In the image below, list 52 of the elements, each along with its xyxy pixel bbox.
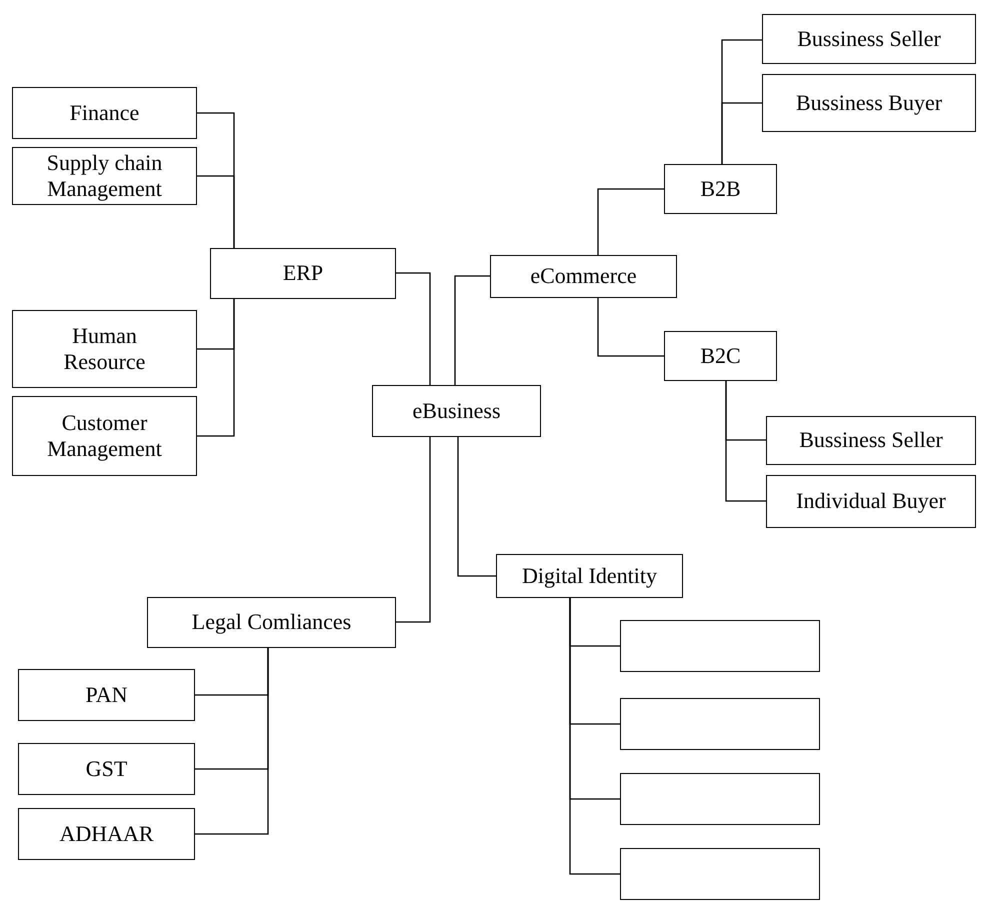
connector-line (197, 299, 235, 437)
node-label: ERP (282, 260, 324, 287)
node-box (210, 248, 396, 299)
node-box (490, 255, 677, 298)
node-box (12, 147, 197, 205)
connector-line (197, 175, 235, 248)
node-box (664, 331, 777, 381)
connector-line (454, 275, 490, 385)
connector-line (725, 381, 766, 502)
node-label: eBusiness (412, 398, 500, 424)
node-box (18, 808, 195, 860)
empty-box (620, 620, 820, 672)
node-box (12, 310, 197, 388)
connector-line (721, 102, 762, 164)
empty-box (620, 848, 820, 900)
node-box (12, 87, 197, 139)
empty-box (620, 698, 820, 750)
node-label: eCommerce (530, 263, 637, 290)
connector-line (569, 598, 620, 875)
node-box (766, 416, 976, 465)
connector-line (396, 272, 431, 385)
empty-box (620, 773, 820, 825)
node-box (766, 475, 976, 528)
node-box (18, 743, 195, 795)
connector-line (597, 188, 664, 255)
node-label: Legal Comliances (192, 609, 352, 636)
node-box (762, 74, 976, 132)
node-label: Human Resource (62, 322, 146, 376)
connector-line (396, 437, 431, 623)
node-label: Bussiness Seller (797, 26, 941, 52)
connector-line (597, 298, 664, 357)
connector-line (195, 648, 269, 835)
node-box (147, 597, 396, 648)
node-label: PAN (86, 682, 128, 708)
node-label: Bussiness Buyer (796, 90, 942, 116)
node-label: ADHAAR (59, 820, 154, 848)
node-box (372, 385, 541, 437)
node-box (496, 554, 683, 598)
node-label: Digital Identity (522, 562, 658, 590)
node-label: Supply chain Management (46, 150, 164, 202)
node-box (664, 164, 777, 214)
node-label: B2C (700, 342, 741, 370)
node-box (12, 396, 197, 476)
node-label: Finance (70, 100, 140, 126)
node-label: Individual Buyer (796, 488, 946, 515)
node-box (18, 669, 195, 721)
node-label: B2B (700, 176, 741, 202)
node-box (762, 14, 976, 64)
node-label: GST (86, 756, 128, 782)
node-label: Bussiness Seller (799, 427, 943, 454)
connector-line (457, 437, 496, 577)
node-label: Customer Management (46, 410, 163, 462)
